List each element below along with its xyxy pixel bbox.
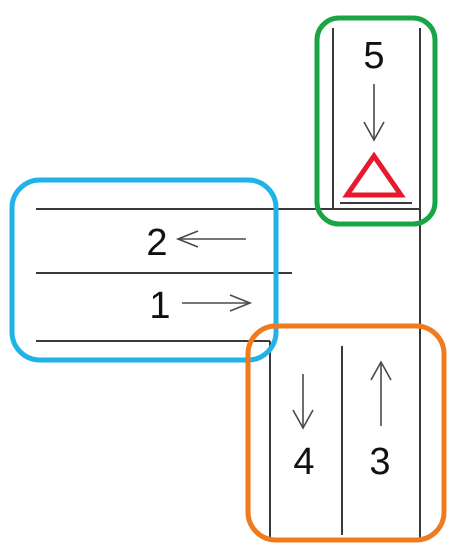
arrow-left-icon [175,230,246,248]
lane-number: 2 [146,222,167,264]
arrow-right-icon [182,294,253,312]
lane-4: 4 [292,374,315,483]
lane-number: 5 [363,35,384,77]
west-approach-zone [9,177,279,363]
arrow-down-icon [363,84,385,142]
yield-triangle-icon [342,151,406,198]
lane-3: 3 [369,360,392,483]
arrow-down-icon [292,374,314,430]
south-approach-zone [245,323,447,543]
lane-1: 1 [149,285,253,327]
lane-number: 4 [293,441,314,483]
north-approach-zone [314,15,438,227]
arrow-up-icon [370,360,392,426]
lane-number: 1 [149,285,170,327]
lane-5: 5 [342,35,406,198]
lane-number: 3 [369,441,390,483]
lane-2: 2 [146,222,246,264]
road-lines [36,28,421,540]
